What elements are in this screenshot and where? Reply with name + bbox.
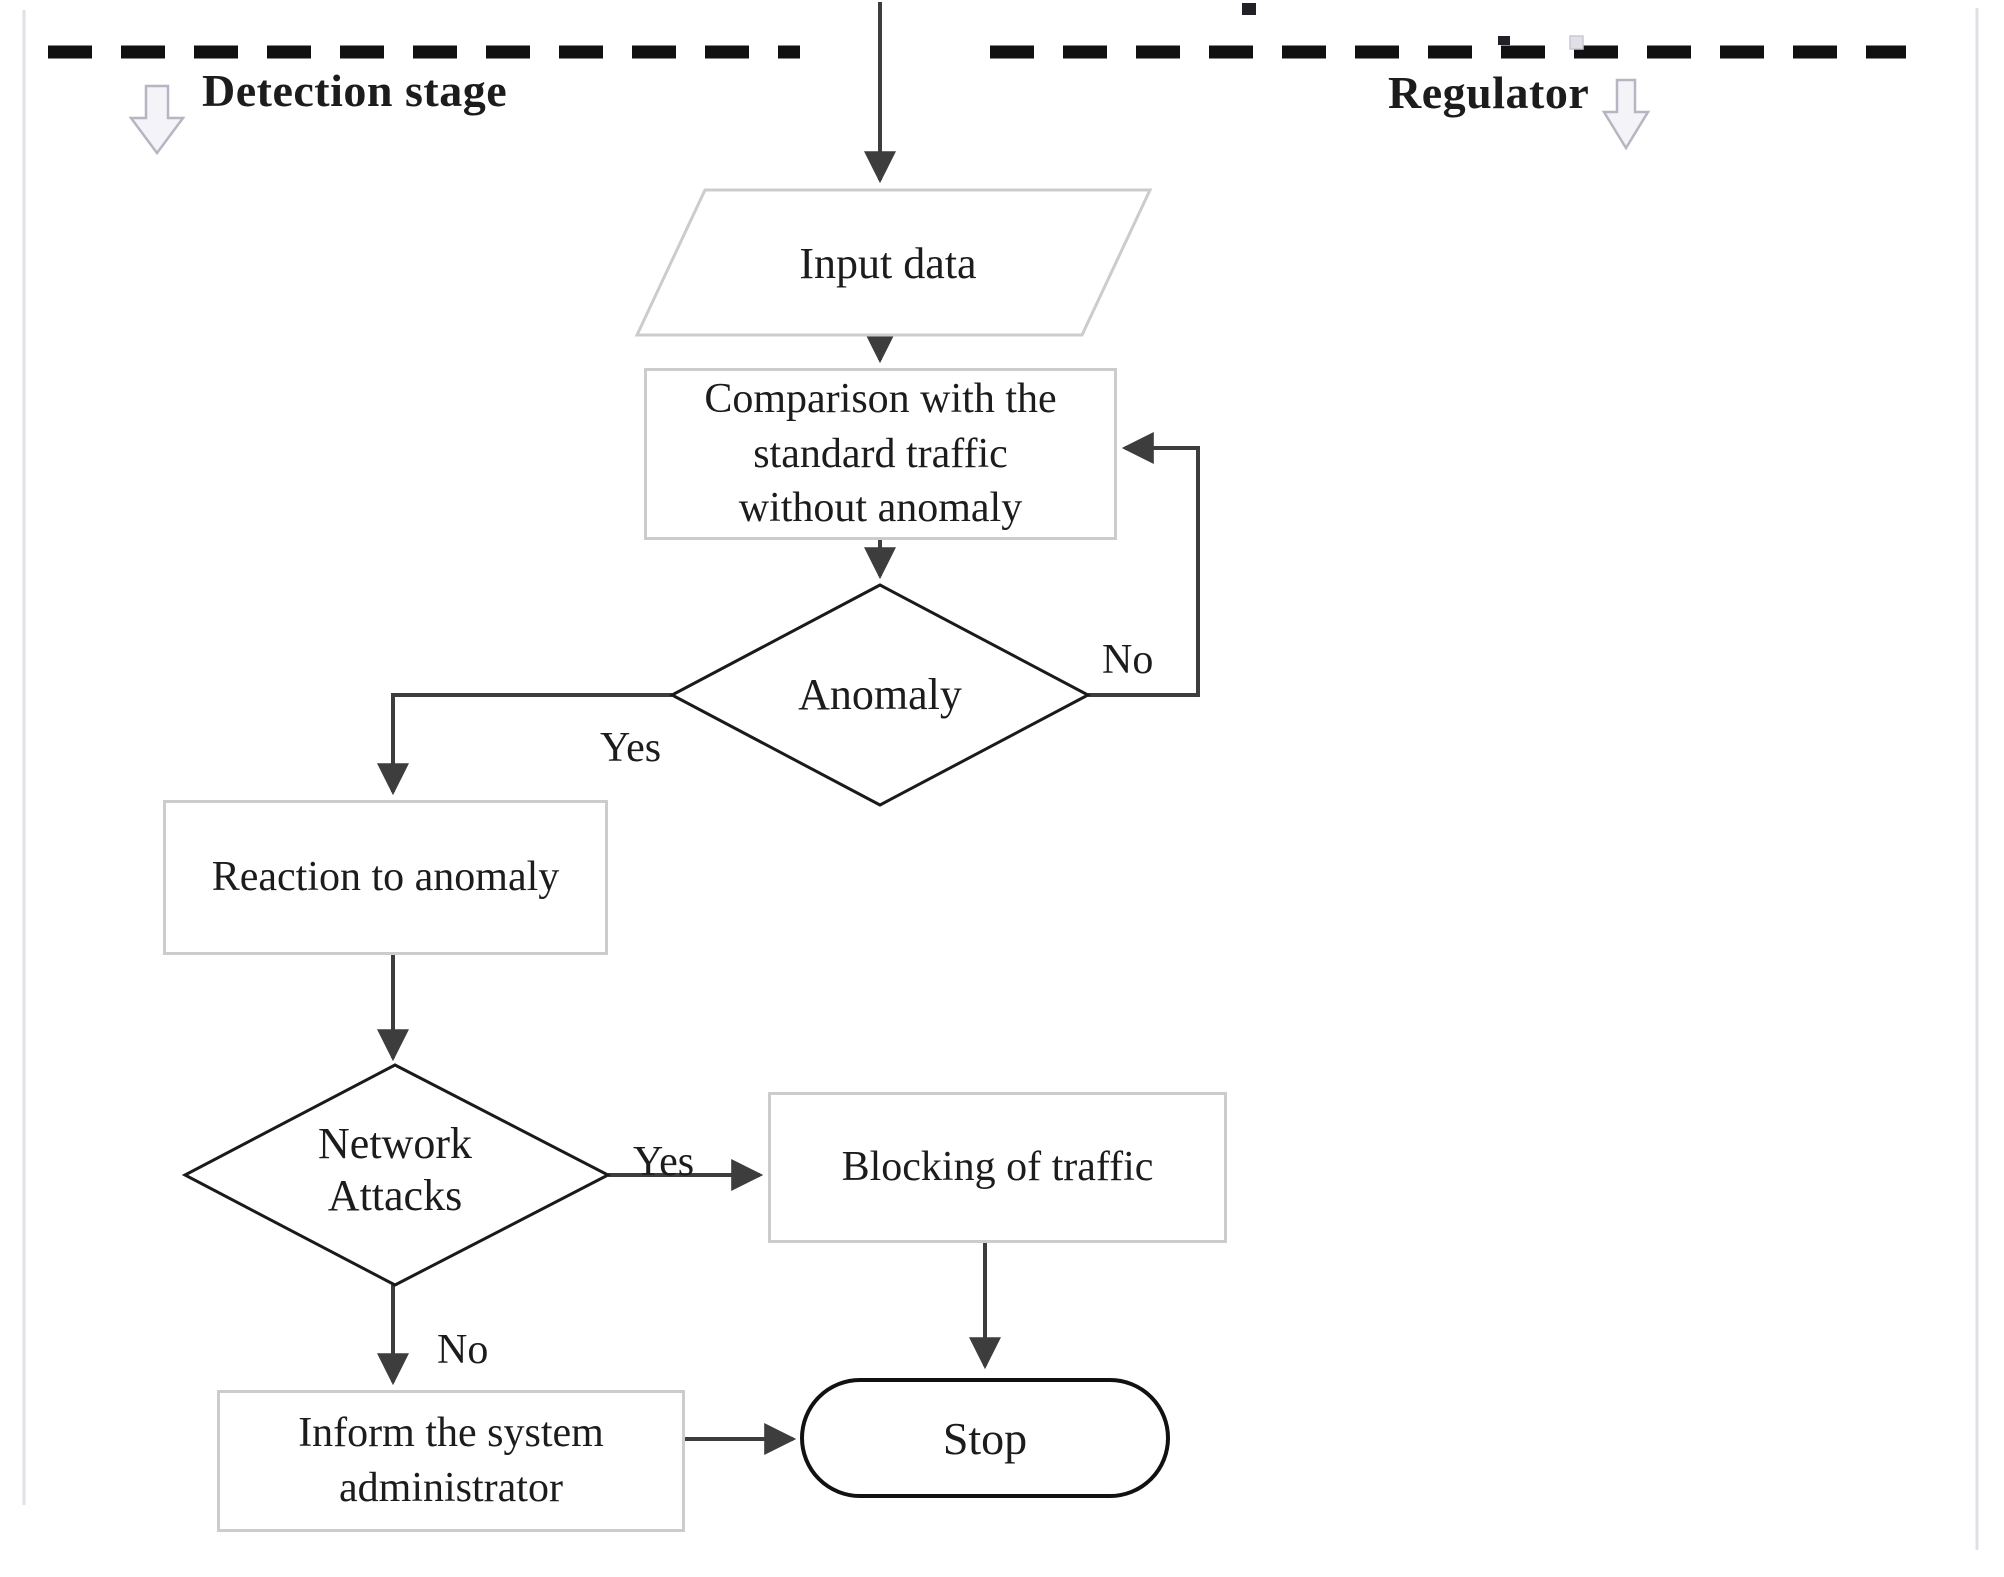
edge-anomaly-no-loop <box>1088 432 1200 697</box>
lane-label-detection-stage: Detection stage <box>202 65 508 116</box>
node-reaction: Reaction to anomaly <box>163 800 608 955</box>
node-anomaly-label: Anomaly <box>798 670 962 719</box>
node-stop-label: Stop <box>942 1412 1028 1464</box>
node-input-label: Input data <box>799 239 977 288</box>
node-inform-line2: administrator <box>339 1465 563 1511</box>
edge-label-network-no: No <box>437 1327 489 1373</box>
edge-anomaly-yes-to-reaction <box>377 693 672 796</box>
input-data-parallelogram <box>634 188 1153 337</box>
node-reaction-label: Reaction to anomaly <box>211 854 560 901</box>
network-attacks-decision-diamond <box>181 1063 612 1287</box>
edge-label-network-yes: Yes <box>633 1139 695 1185</box>
node-comparison-line2: standard traffic <box>753 430 1008 477</box>
node-network-label: Network Attacks <box>245 1118 545 1222</box>
node-comparison-line1: Comparison with the <box>704 376 1057 423</box>
node-blocking-label: Blocking of traffic <box>841 1144 1154 1191</box>
regulator-down-arrow-icon <box>1601 78 1651 151</box>
node-inform-line1: Inform the system <box>298 1410 604 1457</box>
node-stop: Stop <box>800 1378 1170 1498</box>
node-network-line1: Network <box>318 1119 472 1168</box>
node-blocking: Blocking of traffic <box>768 1092 1227 1243</box>
node-inform: Inform the system administrator <box>217 1390 685 1532</box>
detection-stage-down-arrow-icon <box>128 84 186 156</box>
node-comparison: Comparison with the standard traffic wit… <box>644 368 1117 540</box>
lane-label-regulator: Regulator <box>1388 67 1590 118</box>
top-fragment-square <box>1569 35 1584 50</box>
node-comparison-line3: without anomaly <box>738 485 1023 532</box>
edge-label-anomaly-yes: Yes <box>600 725 662 771</box>
node-network-line2: Attacks <box>327 1170 463 1220</box>
anomaly-decision-diamond <box>668 583 1092 807</box>
edge-label-anomaly-no: No <box>1102 637 1154 683</box>
top-fragment-dot <box>1242 3 1256 15</box>
top-fragment-tick <box>1498 36 1510 45</box>
